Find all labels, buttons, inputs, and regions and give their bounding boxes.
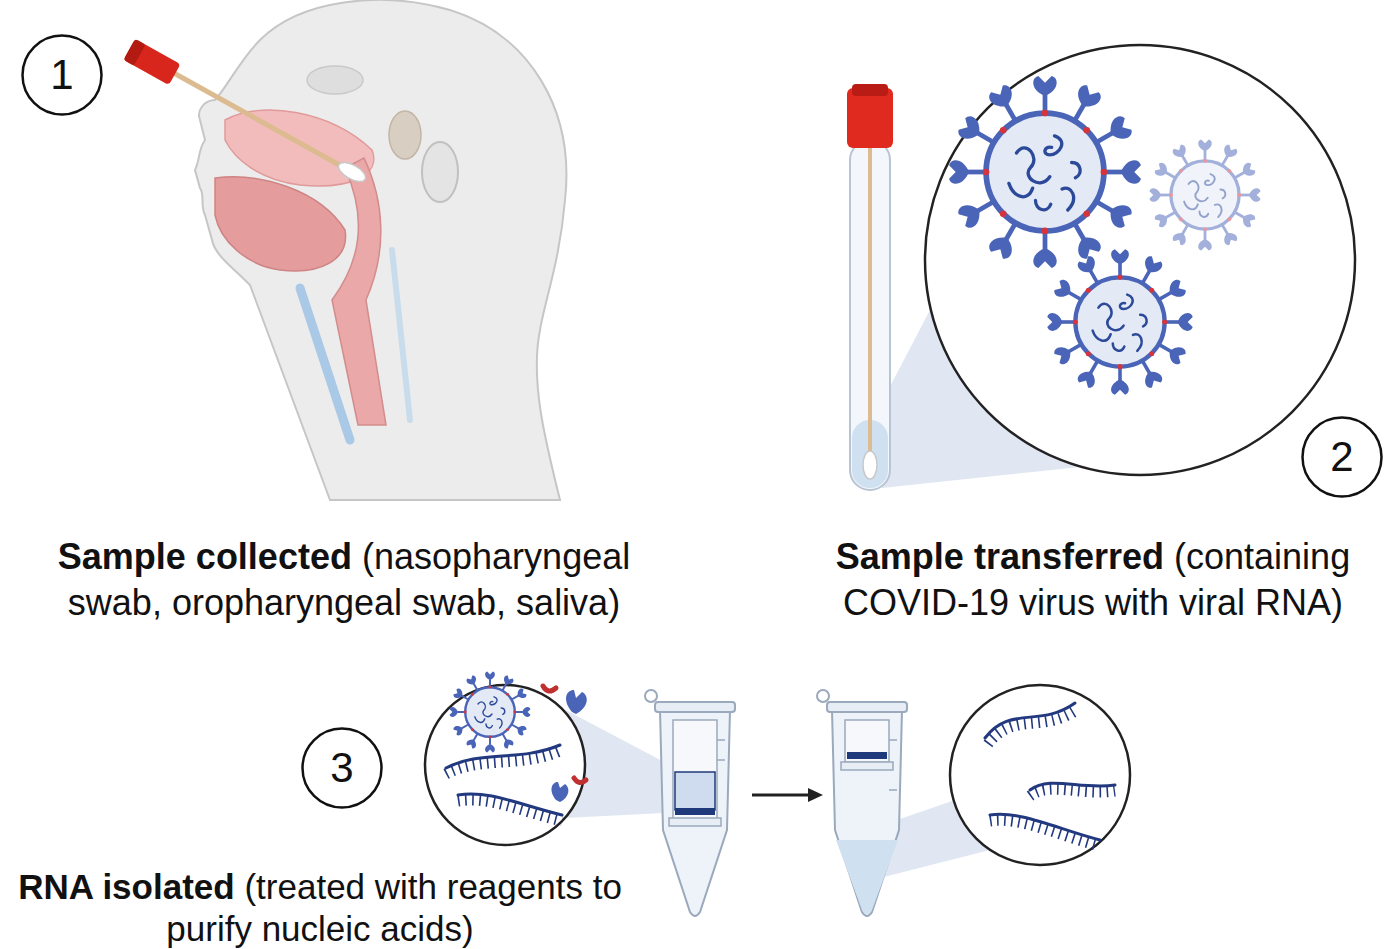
process-arrow	[752, 788, 823, 802]
magnifier-leader	[560, 707, 990, 880]
step-caption: Sample collected(nasopharyngeal swab, or…	[34, 534, 654, 626]
swab-part	[335, 159, 368, 186]
purified-rna-view-part	[988, 709, 1078, 744]
purified-rna-view-part	[990, 820, 1100, 846]
process-arrow-part	[808, 788, 823, 802]
spin-column-tube-part	[675, 808, 715, 815]
step-caption: Sample transferred(containing COVID-19 v…	[813, 534, 1373, 626]
transport-tube-part	[852, 84, 888, 96]
step-caption: RNA isolated(treated with reagents to pu…	[0, 866, 640, 949]
head-illustration-part	[392, 250, 410, 420]
eluate-tube-part	[847, 752, 887, 759]
lysate-view-part	[566, 690, 587, 714]
lysate-view-part	[552, 782, 569, 802]
lysate-view-part	[450, 672, 531, 753]
head-illustration-part	[332, 158, 386, 425]
purified-rna-view-part	[950, 685, 1130, 865]
process-arrow-part	[752, 794, 812, 797]
step-title: RNA isolated	[18, 867, 235, 906]
head-illustration-part	[225, 110, 374, 186]
head-illustration-part	[195, 0, 566, 500]
transport-tube-part	[847, 88, 893, 148]
transport-tube-part	[850, 140, 890, 490]
callout-number: 3	[301, 727, 383, 809]
spin-column-tube-part	[673, 720, 717, 820]
eluate-tube-part	[836, 840, 898, 914]
spin-column-tube-part	[645, 690, 657, 702]
transport-tube-part	[868, 148, 872, 455]
magnified-view-part	[949, 76, 1141, 268]
spin-column-tube-part	[717, 739, 725, 741]
magnified-view	[925, 45, 1355, 475]
magnified-view-part	[1149, 139, 1260, 250]
head-illustration-part	[389, 111, 421, 159]
callout-circle: 2	[1301, 416, 1383, 498]
purified-rna-view	[950, 685, 1130, 865]
eluate-tube-part	[827, 702, 907, 712]
head-illustration-part	[300, 288, 350, 440]
spin-column-tube-part	[669, 818, 721, 826]
step-title: Sample collected	[58, 536, 352, 577]
spin-column-tube-part	[675, 772, 715, 810]
callout-circle: 3	[301, 727, 383, 809]
callout-number: 2	[1301, 416, 1383, 498]
transport-tube	[847, 84, 893, 490]
eluate-tube-part	[817, 690, 829, 702]
eluate-tube	[817, 690, 907, 916]
swab-part-part	[123, 39, 180, 85]
transport-tube-part	[863, 451, 877, 479]
purified-rna-view-part	[990, 814, 1100, 840]
swab-part-part	[123, 39, 145, 66]
spin-column-tube-part	[660, 710, 730, 916]
step-description: (treated with reagents to purify nucleic…	[166, 867, 622, 948]
step-title: Sample transferred	[836, 536, 1164, 577]
swab-part	[172, 72, 352, 172]
purified-rna-view-part	[1030, 789, 1115, 796]
magnified-view-part	[925, 45, 1355, 475]
callout-number: 1	[21, 34, 103, 116]
head-illustration-part	[215, 177, 346, 271]
magnified-view-part	[1047, 249, 1192, 394]
head-illustration	[195, 0, 566, 500]
eluate-tube-part	[845, 720, 889, 762]
spin-column-tube-part	[717, 759, 725, 761]
lysate-view-part	[543, 686, 556, 691]
lysate-view-part	[574, 778, 586, 783]
lysate-view-part	[446, 751, 560, 774]
head-illustration-part	[307, 66, 363, 94]
swab	[123, 39, 368, 185]
lysate-view-part	[458, 800, 562, 821]
callout-circle: 1	[21, 34, 103, 116]
eluate-tube-part	[889, 739, 897, 741]
eluate-tube-part	[841, 762, 893, 770]
eluate-tube-part	[889, 789, 897, 791]
lysate-view-part	[446, 745, 560, 768]
spin-column-tube-part	[655, 702, 735, 712]
swab-part	[123, 39, 180, 85]
head-illustration-part	[422, 142, 458, 202]
spin-column-tube	[645, 690, 735, 916]
eluate-tube-part	[832, 710, 902, 916]
lysate-view	[425, 672, 587, 845]
